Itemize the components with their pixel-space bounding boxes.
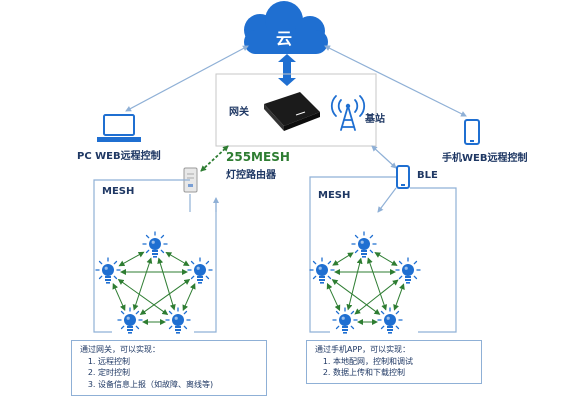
mesh-link [132, 257, 153, 311]
mesh-link [346, 257, 363, 311]
smart-bulb-icon [165, 307, 191, 335]
smart-bulb-icon [351, 231, 377, 259]
cloud-phone-link [324, 45, 467, 117]
left-info-list: 远程控制 定时控制 设备信息上报（如故障、离线等) [80, 356, 258, 391]
mesh-link [157, 257, 176, 311]
mesh-link [118, 251, 145, 267]
left-mesh-links [112, 251, 196, 325]
right-info-box: 通过手机APP，可以实现： 本地配网，控制和调试 数据上传和下载控制 [306, 340, 482, 384]
cloud-icon [244, 1, 328, 54]
left-info-heading: 通过网关，可以实现： [80, 345, 160, 354]
cell-tower-icon [330, 95, 366, 131]
mesh-link [139, 278, 191, 316]
smart-bulb-icon [142, 231, 168, 259]
mesh-link [117, 278, 169, 316]
base-station-label: 基站 [365, 114, 385, 125]
left-info-item: 定时控制 [98, 367, 258, 379]
phone-label: 手机WEB远程控制 [442, 153, 528, 164]
right-info-item: 数据上传和下载控制 [333, 367, 473, 379]
laptop-icon [97, 114, 141, 142]
smart-bulb-icon [395, 257, 421, 285]
pc-label: PC WEB远程控制 [77, 151, 161, 162]
ble-phone-icon [396, 165, 410, 189]
mesh-link [165, 252, 190, 266]
smart-bulb-icon [187, 257, 213, 285]
right-mesh-label: MESH [318, 190, 351, 201]
gateway-label: 网关 [229, 107, 249, 118]
right-info-heading: 通过手机APP，可以实现： [315, 345, 411, 354]
smartphone-icon [464, 119, 480, 145]
mesh-link [393, 283, 405, 311]
smart-bulb-icon [377, 307, 403, 335]
right-info-item: 本地配网，控制和调试 [333, 356, 473, 368]
left-info-box: 通过网关，可以实现： 远程控制 定时控制 设备信息上报（如故障、离线等) [71, 340, 267, 396]
right-frame-arrow [377, 187, 397, 213]
cloud-label: 云 [276, 29, 293, 48]
right-info-list: 本地配网，控制和调试 数据上传和下载控制 [315, 356, 473, 379]
left-mesh-frame [93, 179, 217, 333]
mesh-link [332, 252, 354, 266]
smart-bulb-icon [332, 307, 358, 335]
right-mesh-links [326, 252, 405, 325]
left-mesh-label: MESH [102, 186, 135, 197]
mesh-link [182, 282, 196, 312]
router-gateway-link [200, 145, 229, 172]
mesh-count-label: 255MESH [226, 150, 290, 164]
mesh-link [354, 279, 399, 315]
gateway-router-icon [264, 92, 320, 131]
mesh-nodes [95, 231, 421, 335]
cloud-gateway-link [278, 54, 296, 86]
left-info-item: 设备信息上报（如故障、离线等) [98, 379, 258, 391]
ble-label: BLE [417, 170, 438, 181]
mesh-link [374, 252, 398, 266]
mesh-link [326, 282, 341, 312]
mesh-link [112, 282, 126, 312]
cloud-pc-link [125, 45, 249, 112]
right-mesh-frame [309, 176, 457, 333]
smart-bulb-icon [117, 307, 143, 335]
gateway-ble-link [371, 145, 397, 169]
smart-bulb-icon [95, 257, 121, 285]
left-info-item: 远程控制 [98, 356, 258, 368]
router-label: 灯控路由器 [226, 170, 276, 181]
smart-bulb-icon [309, 257, 335, 285]
